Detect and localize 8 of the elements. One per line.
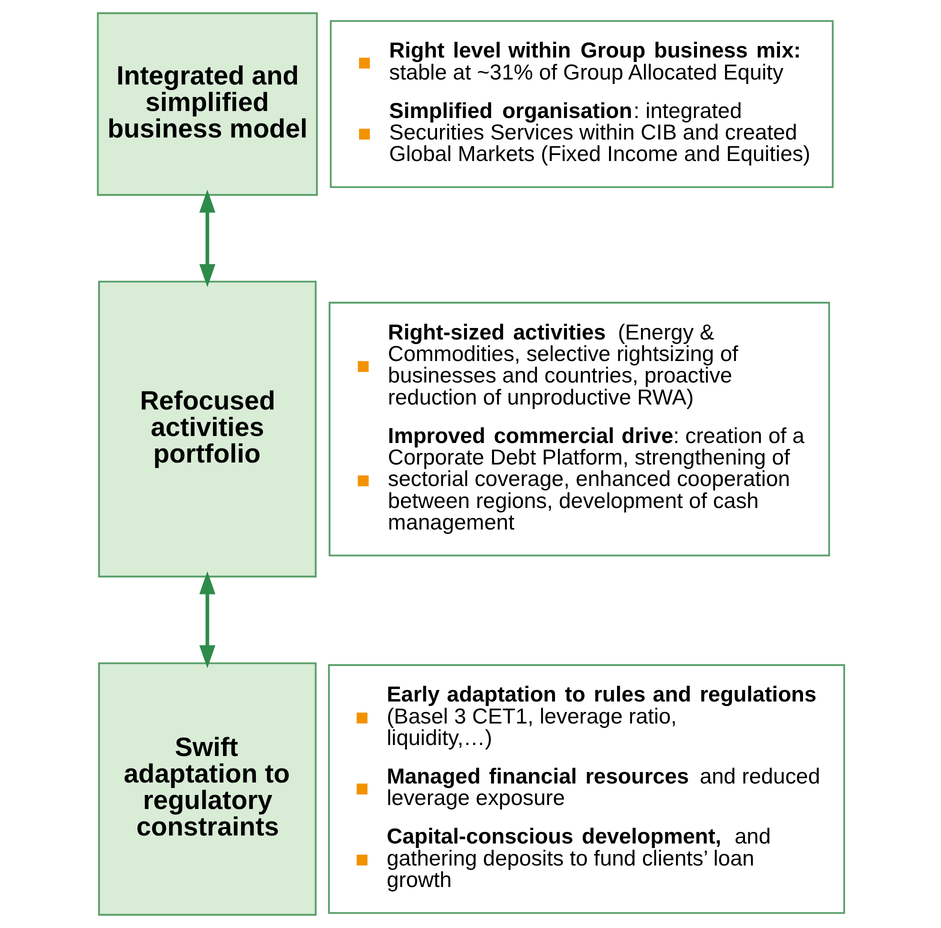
arrow <box>198 571 215 668</box>
node-box: Integrated and simplified business model <box>96 12 318 196</box>
node-box: Right-sized activities (Energy & Commodities, selective rightsizing of businesses and countries, proactive reduction of unproductive RWA) Improved commercial drive: creation of a Corporate Debt Platform, strengthening of sectorial coverage, enhanced cooperation between regions, development of cash management <box>328 302 830 556</box>
arrow <box>198 190 215 288</box>
node-box: Early adaptation to rules and regulations (Basel 3 CET1, leverage ratio, liquidity,…) Managed financial resources and reduced leverage exposure Capital-conscious development, and gathering deposits to fund clients’ loan growth <box>328 664 845 914</box>
node-box: Right level within Group business mix: stable at ~31% of Group Allocated Equity Simplified organisation: integrated Securities Services within CIB and created Global Markets (Fixed Income and Equities) <box>329 20 834 188</box>
node-box: Swift adaptation to regulatory constraints <box>98 662 316 916</box>
node-box: Refocused activities portfolio <box>98 280 316 578</box>
